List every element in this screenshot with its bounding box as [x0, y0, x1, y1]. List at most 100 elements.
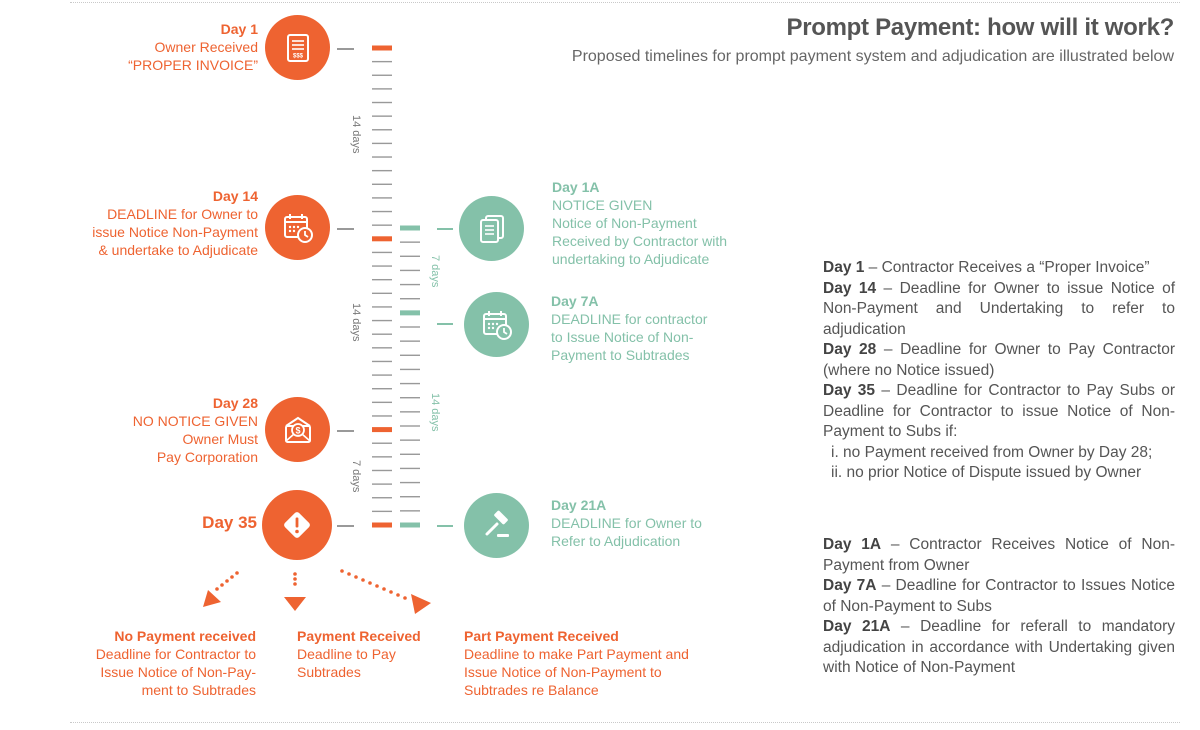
timeline-tick	[372, 197, 392, 199]
day28-node: $	[265, 397, 330, 462]
timeline-tick	[372, 388, 392, 390]
teal-tick	[400, 481, 420, 484]
day21a-line: Refer to Adjudication	[551, 533, 681, 549]
day14-line: issue Notice Non-Payment	[92, 224, 258, 240]
timeline-tick	[372, 374, 392, 376]
outcome-no-payment: No Payment received Deadline for Contrac…	[36, 627, 256, 699]
teal-major-tick	[400, 522, 420, 528]
connector-day1	[337, 48, 354, 50]
timeline-tick	[372, 278, 392, 281]
legend-group-1: Day 1 – Contractor Receives a “Proper In…	[823, 258, 1175, 484]
interval-label-7-days-main: 7 days	[350, 460, 362, 493]
timeline-tick	[372, 415, 392, 417]
day28-line: Pay Corporation	[156, 449, 258, 465]
timeline-tick	[372, 251, 392, 254]
day1-node: $$$	[265, 15, 330, 80]
page-title: Prompt Payment: how will it work?	[786, 14, 1175, 41]
outcome-title: No Payment received	[114, 628, 256, 644]
teal-tick	[400, 354, 420, 356]
timeline-tick	[372, 129, 392, 131]
outcome-payment-received: Payment Received Deadline to Pay Subtrad…	[297, 627, 447, 681]
day1a-line: Received by Contractor with	[552, 233, 728, 249]
day7a-label: Day 7A DEADLINE for contractor to Issue …	[551, 292, 781, 364]
teal-tick	[400, 496, 420, 498]
connector-day14	[337, 228, 354, 230]
teal-tick	[400, 411, 420, 413]
timeline-tick	[372, 319, 392, 322]
legend-entry: Day 28 – Deadline for Owner to Pay Contr…	[823, 341, 1176, 379]
day21a-title: Day 21A	[551, 497, 607, 513]
main-timeline-ticks	[372, 45, 392, 528]
timeline-tick	[372, 306, 392, 308]
day21a-line: DEADLINE for Owner to	[551, 515, 702, 531]
day28-line: NO NOTICE GIVEN	[132, 413, 258, 429]
teal-tick	[400, 283, 420, 286]
legend-condition: i. no Payment received from Owner by Day…	[831, 443, 1153, 461]
teal-timeline-ticks	[400, 225, 420, 528]
connector-day28	[337, 430, 354, 432]
outcome-arrows	[203, 569, 431, 614]
document-icon	[479, 214, 504, 243]
legend-entry: Day 35 – Deadline for Contractor to Pay …	[823, 382, 1175, 440]
day35-node	[262, 490, 332, 560]
timeline-tick	[372, 333, 392, 335]
legend-entry: Day 14 – Deadline for Owner to issue Not…	[823, 279, 1176, 338]
timeline-tick	[372, 74, 392, 76]
timeline-tick	[372, 169, 392, 172]
calendar-clock-icon	[482, 310, 512, 340]
outcome-line: Issue Notice of Non-Pay-	[100, 664, 256, 680]
outcome-line: Deadline for Contractor to	[95, 646, 256, 662]
timeline	[372, 45, 420, 528]
teal-tick	[400, 439, 420, 441]
page-subtitle: Proposed timelines for prompt payment sy…	[571, 48, 1174, 65]
teal-tick	[400, 255, 420, 257]
teal-tick	[400, 425, 420, 427]
legend-entry: Day 21A – Deadline for referall to manda…	[823, 618, 1175, 676]
teal-tick	[400, 269, 420, 272]
timeline-tick	[372, 224, 392, 226]
day14-label: Day 14 DEADLINE for Owner to issue Notic…	[38, 187, 258, 259]
outcome-part-payment: Part Payment Received Deadline to make P…	[464, 627, 734, 699]
connector-day21a	[437, 525, 453, 527]
interval-label-14-days-1: 14 days	[350, 115, 362, 154]
teal-tick	[400, 453, 420, 455]
day7a-line: to Issue Notice of Non-	[551, 329, 694, 345]
day1a-line: Notice of Non-Payment	[552, 215, 697, 231]
gavel-icon	[485, 510, 509, 537]
day1a-line: NOTICE GIVEN	[552, 197, 653, 213]
timeline-tick	[372, 483, 392, 485]
teal-tick	[400, 326, 420, 328]
day1a-node	[459, 196, 524, 261]
teal-tick	[400, 510, 420, 512]
svg-text:$$$: $$$	[292, 53, 303, 59]
interval-label-7-days-teal: 7 days	[429, 255, 441, 288]
timeline-tick	[372, 210, 392, 213]
timeline-major-tick	[372, 522, 392, 528]
timeline-tick	[372, 347, 392, 349]
connector-day1a	[437, 228, 453, 230]
day1a-line: undertaking to Adjudicate	[552, 251, 710, 267]
payment-envelope-icon: $	[284, 416, 311, 443]
outcome-line: Deadline to make Part Payment and	[464, 646, 689, 662]
day1-line: Owner Received	[154, 39, 259, 55]
alert-icon	[284, 512, 310, 538]
invoice-icon: $$$	[286, 33, 309, 62]
teal-tick	[400, 397, 420, 399]
timeline-tick	[372, 88, 392, 90]
day21a-node	[464, 493, 529, 558]
timeline-tick	[372, 510, 392, 513]
legend-condition: ii. no prior Notice of Dispute issued by…	[831, 464, 1142, 481]
top-divider	[70, 2, 1180, 3]
timeline-tick	[372, 142, 392, 145]
teal-tick	[400, 368, 420, 371]
day7a-node	[464, 292, 529, 357]
svg-text:$: $	[295, 425, 300, 435]
day1a-label: Day 1A NOTICE GIVEN Notice of Non-Paymen…	[552, 178, 782, 268]
timeline-major-tick	[372, 427, 392, 433]
teal-tick	[400, 241, 420, 243]
day21a-label: Day 21A DEADLINE for Owner to Refer to A…	[551, 496, 781, 550]
connector-day35	[337, 525, 354, 527]
day35-label: Day 35	[137, 514, 257, 532]
teal-tick	[400, 467, 420, 470]
bottom-divider	[70, 722, 1180, 723]
